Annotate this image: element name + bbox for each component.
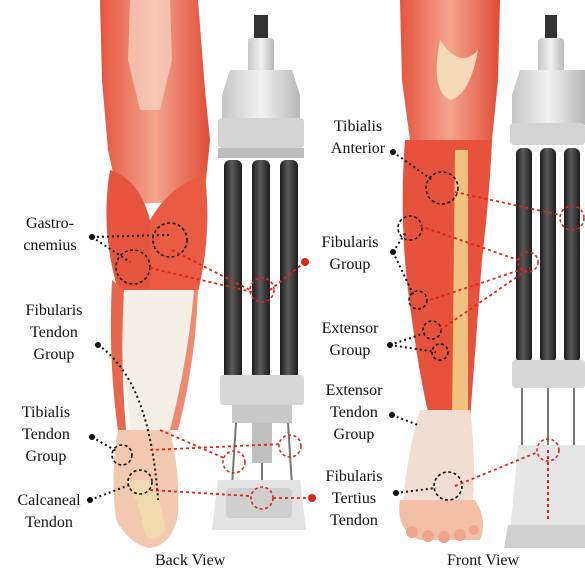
label-tibialis-tendon-group-line3: Group [6,446,86,468]
label-fibularis-group: Fibularis Group [308,232,392,276]
label-fibularis-group-line2: Group [308,254,392,276]
label-fibularis-tertius-tendon-line2: Tertius [312,488,396,510]
label-fibularis-tertius-tendon-line1: Fibularis [312,466,396,488]
label-fibularis-tendon-group-line3: Group [14,344,94,366]
caption-front-view: Front View [447,552,519,570]
label-calcaneal-tendon-line2: Tendon [6,512,92,534]
label-extensor-group: Extensor Group [308,318,392,362]
label-fibularis-tendon-group: Fibularis Tendon Group [14,300,94,366]
label-extensor-tendon-group-line2: Tendon [312,402,396,424]
label-calcaneal-tendon: Calcaneal Tendon [6,490,92,534]
back-device [212,15,306,530]
label-gastrocnemius-line2: cnemius [10,235,90,257]
label-fibularis-tendon-group-line1: Fibularis [14,300,94,322]
label-extensor-tendon-group: Extensor Tendon Group [312,380,396,446]
caption-back-view: Back View [155,552,225,570]
label-extensor-tendon-group-line3: Group [312,424,396,446]
label-gastrocnemius-line1: Gastro- [10,213,90,235]
label-tibialis-tendon-group-line1: Tibialis [6,402,86,424]
label-calcaneal-tendon-line1: Calcaneal [6,490,92,512]
label-tibialis-anterior: Tibialis Anterior [318,116,398,160]
label-extensor-group-line1: Extensor [308,318,392,340]
label-fibularis-tertius-tendon-line3: Tendon [312,510,396,532]
label-gastrocnemius: Gastro- cnemius [10,213,90,257]
label-fibularis-tertius-tendon: Fibularis Tertius Tendon [312,466,396,532]
front-device [504,15,585,548]
label-extensor-group-line2: Group [308,340,392,362]
front-leg [399,0,500,543]
back-leg [100,0,210,548]
label-tibialis-tendon-group-line2: Tendon [6,424,86,446]
label-tibialis-anterior-line2: Anterior [318,138,398,160]
label-tibialis-tendon-group: Tibialis Tendon Group [6,402,86,468]
label-tibialis-anterior-line1: Tibialis [318,116,398,138]
label-fibularis-group-line1: Fibularis [308,232,392,254]
label-fibularis-tendon-group-line2: Tendon [14,322,94,344]
label-extensor-tendon-group-line1: Extensor [312,380,396,402]
